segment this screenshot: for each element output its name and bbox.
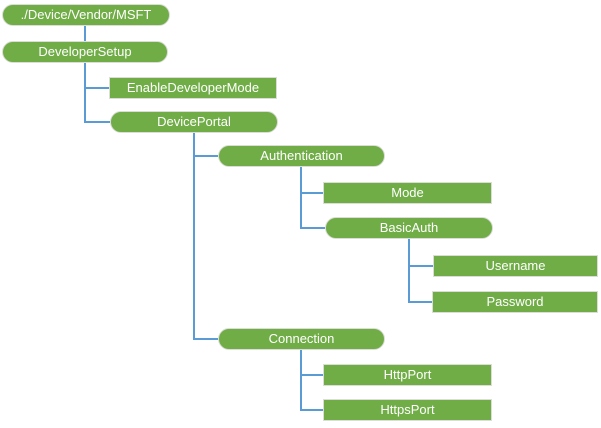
node-basic-auth: BasicAuth bbox=[325, 217, 493, 239]
node-enable-developer-mode: EnableDeveloperMode bbox=[109, 77, 277, 99]
connector-branch-httpsport bbox=[300, 409, 323, 411]
connector-root-to-developersetup bbox=[84, 26, 86, 41]
connector-branch-connection bbox=[193, 338, 218, 340]
connector-branch-authentication bbox=[193, 155, 218, 157]
connector-branch-httpport bbox=[300, 374, 323, 376]
connector-branch-deviceportal bbox=[84, 121, 110, 123]
connector-branch-password bbox=[408, 301, 432, 303]
node-password: Password bbox=[432, 291, 598, 313]
node-developer-setup: DeveloperSetup bbox=[2, 41, 168, 63]
connector-deviceportal-trunk bbox=[193, 133, 195, 340]
connector-branch-enabledevelopermode bbox=[84, 87, 109, 89]
connector-authentication-trunk bbox=[300, 167, 302, 229]
node-authentication: Authentication bbox=[218, 145, 385, 167]
node-root-path: ./Device/Vendor/MSFT bbox=[2, 4, 170, 26]
connector-branch-basicauth bbox=[300, 227, 325, 229]
node-device-portal: DevicePortal bbox=[110, 111, 278, 133]
node-connection: Connection bbox=[218, 328, 385, 350]
connector-branch-mode bbox=[300, 192, 323, 194]
connector-basicauth-trunk bbox=[408, 239, 410, 303]
node-username: Username bbox=[433, 255, 598, 277]
connector-branch-username bbox=[408, 265, 433, 267]
connector-developersetup-trunk bbox=[84, 63, 86, 123]
node-http-port: HttpPort bbox=[323, 364, 492, 386]
connector-connection-trunk bbox=[300, 350, 302, 411]
node-https-port: HttpsPort bbox=[323, 399, 492, 421]
node-mode: Mode bbox=[323, 182, 492, 204]
